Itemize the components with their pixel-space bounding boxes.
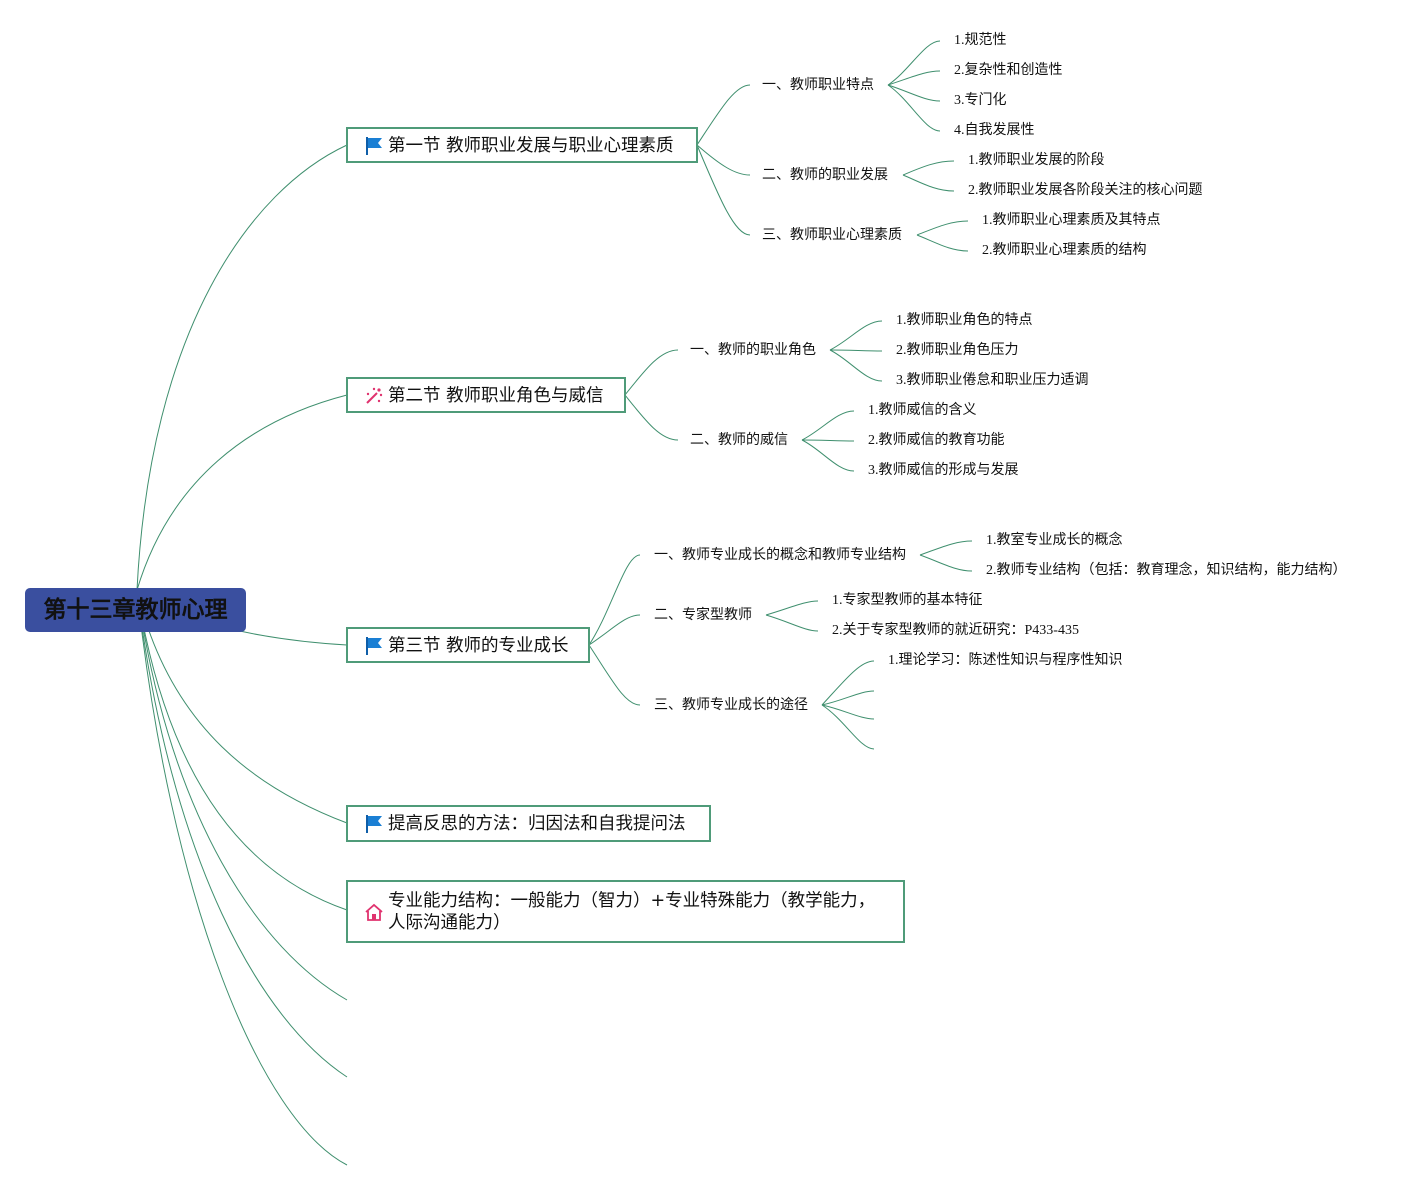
flag-icon: [364, 636, 384, 656]
section-1-title: 第一节 教师职业发展与职业心理素质: [388, 136, 674, 156]
leaf-2-1-3[interactable]: 3.教师职业倦怠和职业压力适调: [896, 373, 1089, 388]
leaf-2-2-3[interactable]: 3.教师威信的形成与发展: [868, 463, 1019, 478]
leaf-2-2-1[interactable]: 1.教师威信的含义: [868, 403, 977, 418]
leaf-2-2-2[interactable]: 2.教师威信的教育功能: [868, 433, 1005, 448]
leaf-3-1-2[interactable]: 2.教师专业结构（包括：教育理念，知识结构，能力结构）: [986, 563, 1347, 578]
leaf-1-1-4[interactable]: 4.自我发展性: [954, 123, 1035, 138]
section-2-sub-1[interactable]: 一、教师的职业角色: [690, 342, 816, 358]
leaf-3-2-2[interactable]: 2.关于专家型教师的就近研究：P433-435: [832, 623, 1079, 638]
leaf-3-2-1[interactable]: 1.专家型教师的基本特征: [832, 593, 983, 608]
section-3-sub-3[interactable]: 三、教师专业成长的途径: [654, 697, 808, 713]
leaf-1-1-2[interactable]: 2.复杂性和创造性: [954, 63, 1063, 78]
reflection-methods-title: 提高反思的方法：归因法和自我提问法: [388, 814, 686, 834]
leaf-1-2-2[interactable]: 2.教师职业发展各阶段关注的核心问题: [968, 183, 1203, 198]
ability-structure-title: 专业能力结构：一般能力（智力）+专业特殊能力（教学能力，人际沟通能力）: [388, 891, 876, 933]
leaf-1-1-3[interactable]: 3.专门化: [954, 93, 1007, 108]
section-3-topic[interactable]: 第三节 教师的专业成长: [346, 627, 590, 663]
leaf-1-2-1[interactable]: 1.教师职业发展的阶段: [968, 153, 1105, 168]
section-1-sub-2[interactable]: 二、教师的职业发展: [762, 167, 888, 183]
section-2-title: 第二节 教师职业角色与威信: [388, 386, 604, 406]
section-2-sub-2[interactable]: 二、教师的威信: [690, 432, 788, 448]
magic-wand-icon: [364, 386, 384, 406]
leaf-1-3-2[interactable]: 2.教师职业心理素质的结构: [982, 243, 1147, 258]
section-3-sub-1[interactable]: 一、教师专业成长的概念和教师专业结构: [654, 547, 906, 563]
flag-icon: [364, 814, 384, 834]
section-1-topic[interactable]: 第一节 教师职业发展与职业心理素质: [346, 127, 698, 163]
section-3-title: 第三节 教师的专业成长: [388, 636, 569, 656]
section-2-topic[interactable]: 第二节 教师职业角色与威信: [346, 377, 626, 413]
home-icon: [364, 902, 384, 922]
leaf-3-3-1[interactable]: 1.理论学习：陈述性知识与程序性知识: [888, 653, 1123, 668]
section-1-sub-3[interactable]: 三、教师职业心理素质: [762, 227, 902, 243]
leaf-2-1-2[interactable]: 2.教师职业角色压力: [896, 343, 1019, 358]
flag-icon: [364, 136, 384, 156]
leaf-2-1-1[interactable]: 1.教师职业角色的特点: [896, 313, 1033, 328]
leaf-1-1-1[interactable]: 1.规范性: [954, 33, 1007, 48]
section-3-sub-2[interactable]: 二、专家型教师: [654, 607, 752, 623]
reflection-methods-topic[interactable]: 提高反思的方法：归因法和自我提问法: [346, 805, 711, 842]
central-topic[interactable]: 第十三章教师心理: [25, 588, 246, 632]
section-1-sub-1[interactable]: 一、教师职业特点: [762, 77, 874, 93]
leaf-1-3-1[interactable]: 1.教师职业心理素质及其特点: [982, 213, 1161, 228]
leaf-3-1-1[interactable]: 1.教室专业成长的概念: [986, 533, 1123, 548]
ability-structure-topic[interactable]: 专业能力结构：一般能力（智力）+专业特殊能力（教学能力，人际沟通能力）: [346, 880, 905, 943]
